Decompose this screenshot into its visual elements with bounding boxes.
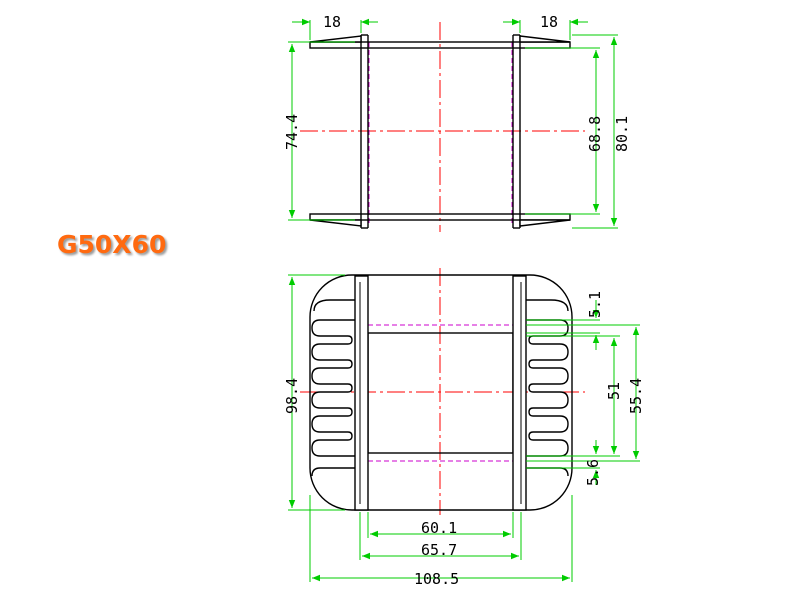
dim-front-108-5: 108.5 bbox=[414, 570, 459, 588]
dim-top-80-1: 80.1 bbox=[613, 116, 631, 152]
dim-top-left-18: 18 bbox=[323, 13, 341, 31]
dim-front-55-4: 55.4 bbox=[627, 378, 645, 414]
dim-top-right-18: 18 bbox=[540, 13, 558, 31]
dim-front-60-1: 60.1 bbox=[421, 519, 457, 537]
dim-front-5-1: 5.1 bbox=[586, 291, 604, 318]
dim-front-98-4: 98.4 bbox=[283, 378, 301, 414]
dim-front-65-7: 65.7 bbox=[421, 541, 457, 559]
top-view: 18 18 74.4 68.8 80.1 bbox=[283, 13, 631, 232]
dim-top-68-8: 68.8 bbox=[586, 116, 604, 152]
dim-front-51: 51 bbox=[605, 382, 623, 400]
front-view: 98.4 5.1 51 55.4 5.6 60.1 bbox=[283, 268, 645, 588]
dim-front-5-6: 5.6 bbox=[584, 459, 602, 486]
dim-top-74-4: 74.4 bbox=[283, 114, 301, 150]
model-title: G50X60 bbox=[57, 230, 167, 259]
